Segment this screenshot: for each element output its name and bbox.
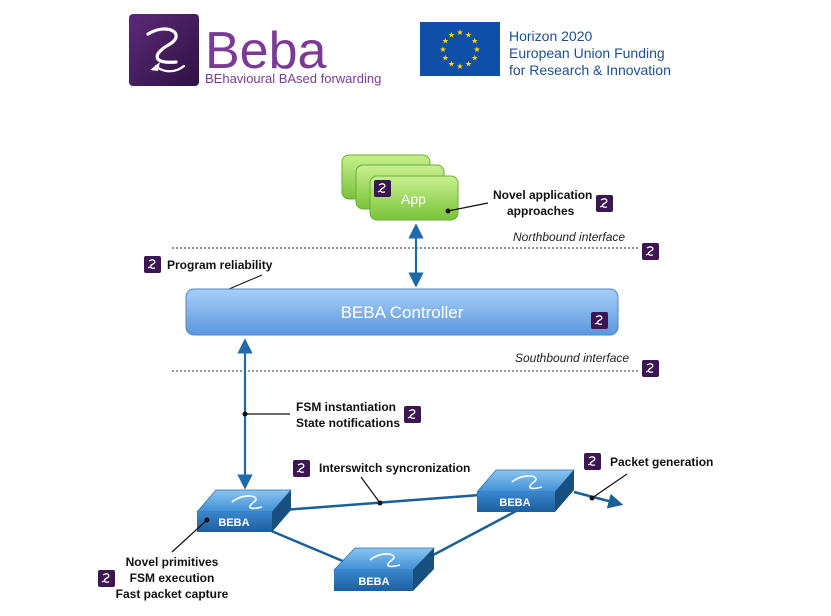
beba-swirl-icon — [403, 405, 422, 424]
packet-out-link — [573, 490, 624, 509]
brand-name: Beba — [205, 22, 327, 80]
eu-star-icon: ★ — [465, 60, 472, 69]
southbound-label: Southbound interface — [515, 351, 629, 365]
eu-line-2: European Union Funding — [509, 45, 665, 61]
eu-star-icon: ★ — [471, 37, 478, 46]
novel-app-label-1: Novel application — [493, 188, 592, 202]
beba-swirl-icon — [595, 194, 614, 213]
beba-switch-left: BEBA — [196, 489, 292, 532]
link-right-bottom — [419, 508, 519, 564]
primitives-label-2: FSM execution — [130, 571, 215, 585]
eu-line-3: for Research & Innovation — [509, 62, 671, 78]
eu-star-icon: ★ — [442, 54, 449, 63]
app-box — [369, 175, 459, 221]
eu-star-icon: ★ — [473, 45, 480, 54]
beba-switch-bottom: BEBA — [333, 547, 435, 591]
switch-label: BEBA — [218, 517, 249, 529]
beba-swirl-icon — [143, 255, 162, 274]
beba-swirl-icon — [641, 242, 660, 261]
packet-generation-label: Packet generation — [610, 455, 713, 469]
beba-logo-mark — [129, 14, 199, 86]
eu-star-icon: ★ — [442, 37, 449, 46]
app-stack: App — [341, 154, 459, 221]
switch-label: BEBA — [358, 576, 389, 588]
eu-funding-block: ★★★★★★★★★★★★ Horizon 2020 European Union… — [420, 22, 671, 78]
beba-swirl-icon — [97, 569, 116, 588]
eu-star-icon: ★ — [456, 28, 463, 37]
eu-line-1: Horizon 2020 — [509, 28, 592, 44]
beba-switch-right: BEBA — [476, 469, 575, 512]
switch-label: BEBA — [499, 497, 530, 509]
eu-star-icon: ★ — [448, 30, 455, 39]
fsm-label-2: State notifications — [296, 416, 400, 430]
eu-star-icon: ★ — [439, 45, 446, 54]
eu-star-icon: ★ — [471, 54, 478, 63]
app-label: App — [401, 191, 426, 207]
program-reliability-label: Program reliability — [167, 258, 273, 272]
eu-star-icon: ★ — [456, 62, 463, 71]
primitives-label-3: Fast packet capture — [116, 587, 229, 601]
beba-logo: Beba BEhavioural BAsed forwarding — [129, 14, 381, 86]
interswitch-label: Interswitch syncronization — [319, 461, 470, 475]
brand-tagline: BEhavioural BAsed forwarding — [205, 71, 381, 86]
eu-stars: ★★★★★★★★★★★★ — [439, 28, 480, 71]
beba-swirl-icon — [583, 452, 602, 471]
fsm-label-1: FSM instantiation — [296, 400, 396, 414]
beba-swirl-icon — [590, 311, 609, 330]
beba-swirl-icon — [292, 459, 311, 478]
beba-swirl-icon — [373, 179, 392, 198]
primitives-label-1: Novel primitives — [126, 555, 219, 569]
novel-app-callout-line — [447, 202, 489, 212]
novel-app-label-2: approaches — [507, 204, 575, 218]
northbound-label: Northbound interface — [513, 230, 625, 244]
beba-controller — [185, 288, 619, 336]
eu-star-icon: ★ — [448, 60, 455, 69]
eu-star-icon: ★ — [465, 30, 472, 39]
beba-swirl-icon — [641, 359, 660, 378]
beba-swirl-icon — [146, 27, 186, 73]
eu-flag-icon — [420, 22, 500, 76]
controller-label: BEBA Controller — [341, 303, 464, 322]
